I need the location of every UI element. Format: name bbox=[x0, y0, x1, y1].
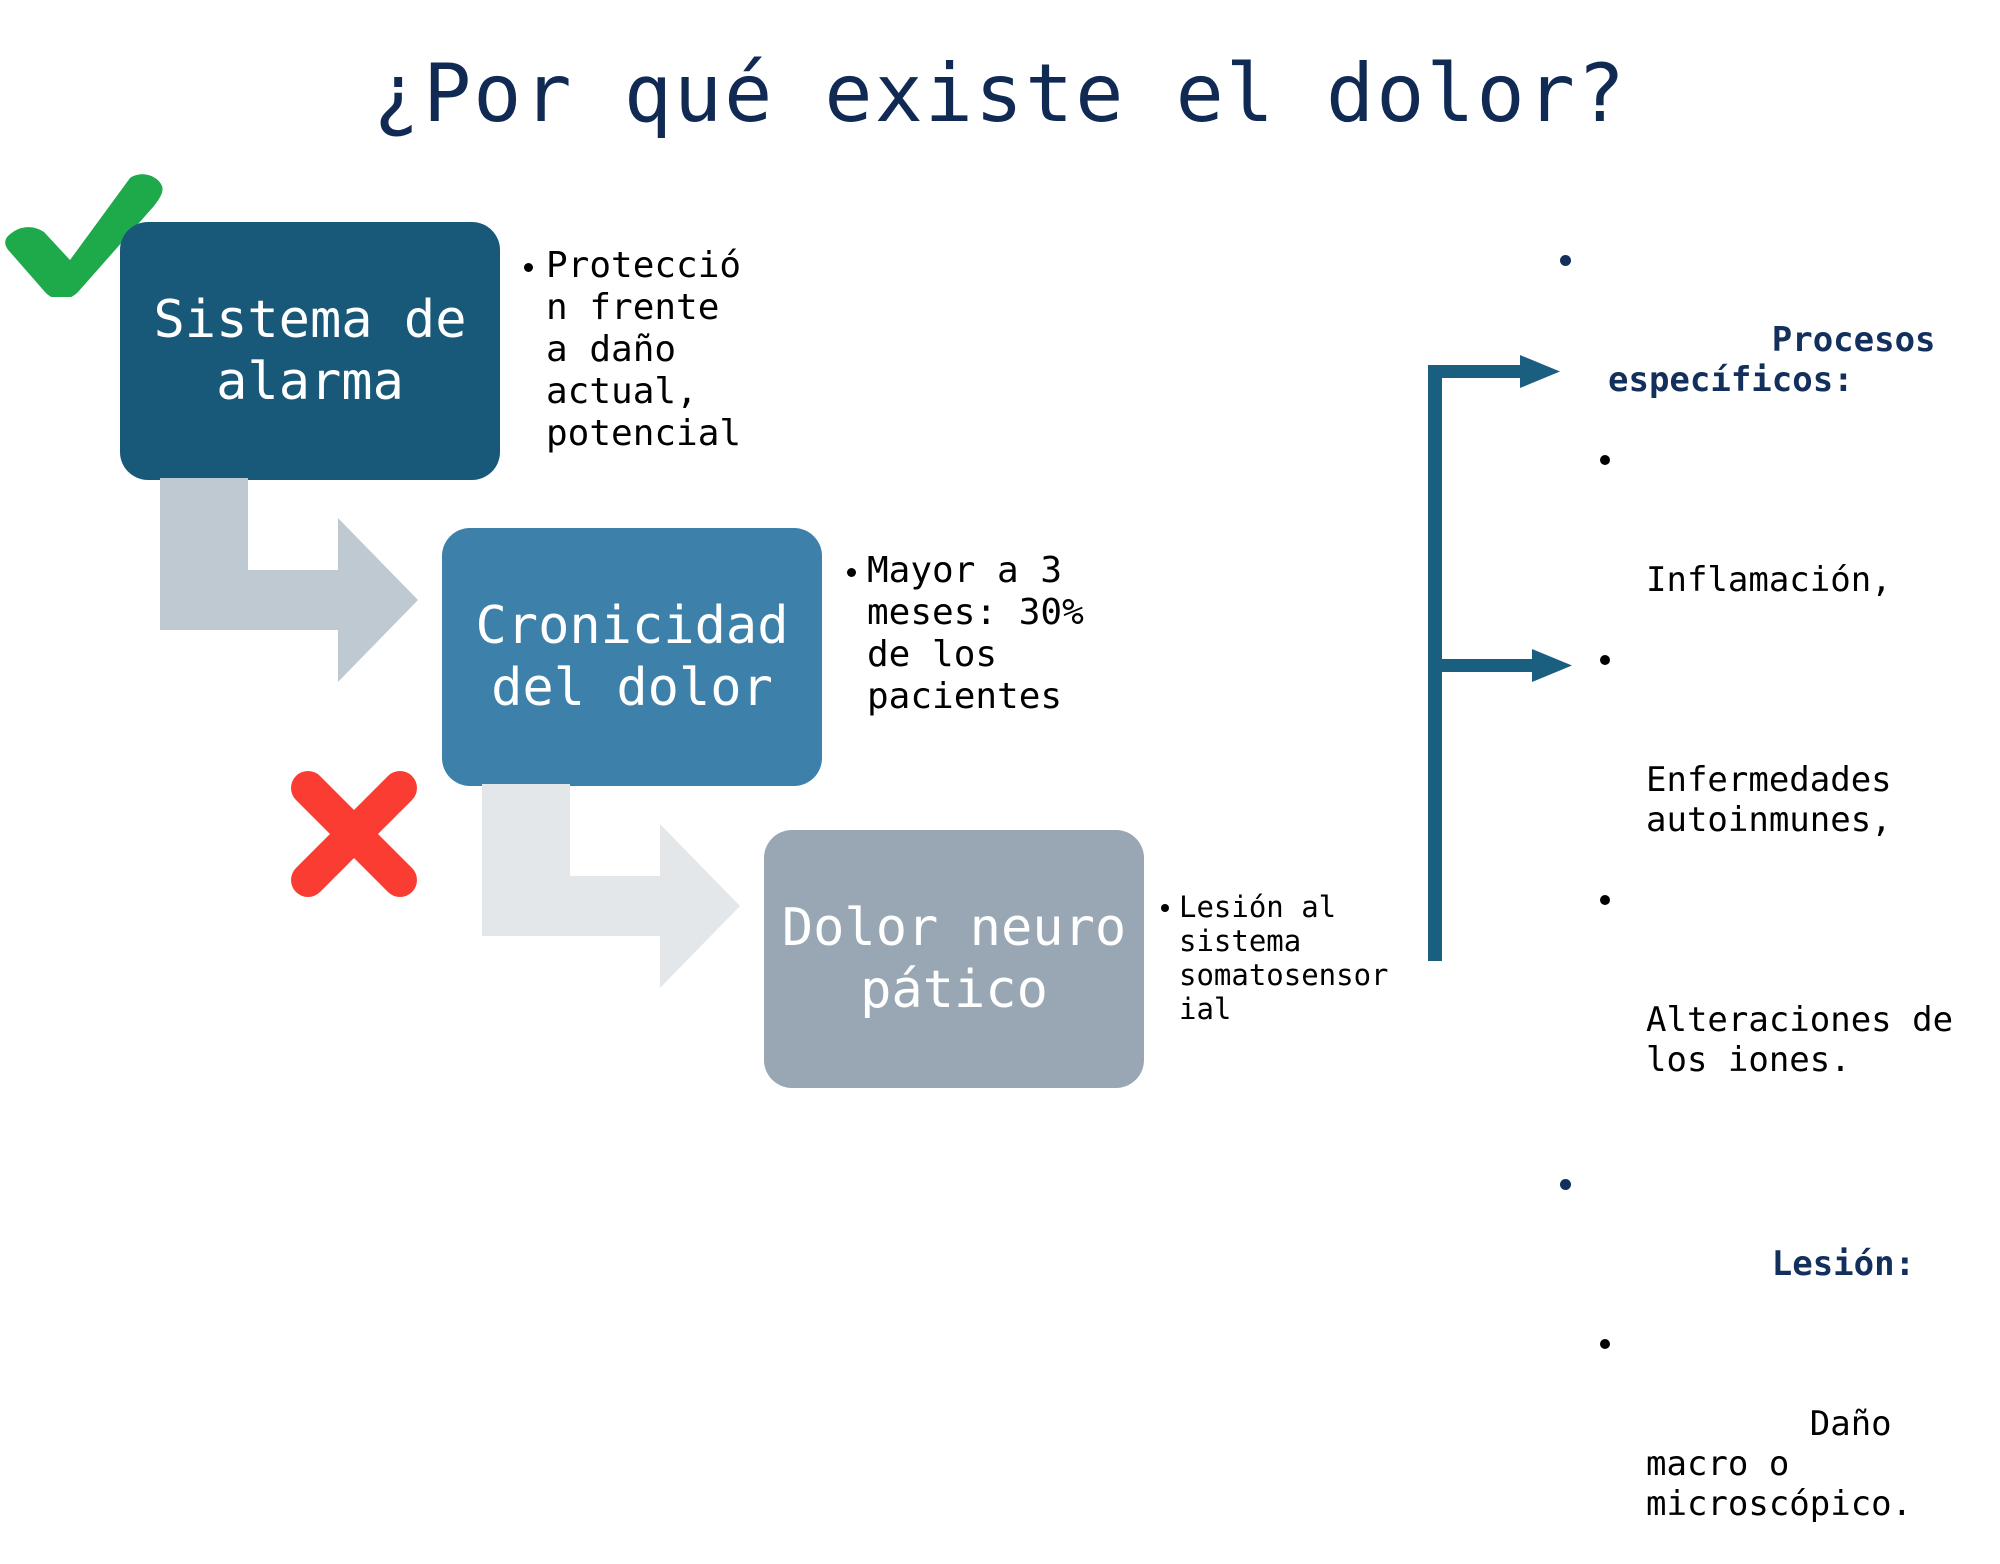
bullet-dot-icon bbox=[847, 568, 856, 577]
annotation-proteccion-text: Protección frente a daño actual, potenci… bbox=[546, 245, 742, 454]
bullet-dot-icon bbox=[1600, 1339, 1610, 1349]
annotation-proteccion: Protección frente a daño actual, potenci… bbox=[520, 245, 760, 455]
bent-arrow-cronicidad-to-neuropatico bbox=[482, 784, 742, 1024]
annotation-neuropatico: Lesión al sistema somatosensorial bbox=[1160, 890, 1400, 1026]
outline-heading-lesion-text: Lesión: bbox=[1771, 1244, 1916, 1284]
annotation-proteccion-list: Protección frente a daño actual, potenci… bbox=[520, 245, 760, 455]
list-item: Lesión al sistema somatosensorial bbox=[1160, 890, 1400, 1026]
bullet-dot-icon bbox=[1161, 904, 1169, 912]
right-outline-list: Procesos específicos: Inflamación, Enfer… bbox=[1540, 240, 2000, 1564]
outline-item-inflamacion-text: Inflamación, bbox=[1646, 560, 1892, 600]
bracket-arrows-right bbox=[1428, 355, 1588, 965]
flow-box-cronicidad[interactable]: Cronicidad del dolor bbox=[442, 528, 822, 786]
annotation-cronicidad-list: Mayor a 3 meses: 30% de los pacientes bbox=[845, 550, 1095, 718]
flow-box-neuropatico[interactable]: Dolor neuropático bbox=[764, 830, 1144, 1088]
flow-box-cronicidad-label: Cronicidad del dolor bbox=[475, 596, 820, 718]
outline-item-enfermedades: Enfermedades autoinmunes, bbox=[1540, 640, 2000, 880]
annotation-neuropatico-text: Lesión al sistema somatosensorial bbox=[1179, 890, 1389, 1026]
outline-heading-lesion: Lesión: bbox=[1540, 1164, 2000, 1324]
outline-item-inflamacion: Inflamación, bbox=[1540, 440, 2000, 640]
bullet-dot-icon bbox=[1600, 895, 1610, 905]
list-item: Mayor a 3 meses: 30% de los pacientes bbox=[845, 550, 1095, 718]
slide-canvas: ¿Por qué existe el dolor? Sistema de ala… bbox=[2, 47, 1954, 1524]
annotation-neuropatico-list: Lesión al sistema somatosensorial bbox=[1160, 890, 1400, 1026]
outline-heading-procesos-text: Procesos específicos: bbox=[1608, 320, 1957, 400]
flow-box-neuropatico-label: Dolor neuropático bbox=[781, 898, 1127, 1020]
cross-mark-icon bbox=[288, 768, 420, 900]
outline-group-procesos: Procesos específicos: Inflamación, Enfer… bbox=[1540, 240, 2000, 1120]
bullet-dot-icon bbox=[1600, 455, 1610, 465]
outline-item-dano: Daño macro o microscópico. bbox=[1540, 1324, 2000, 1564]
annotation-cronicidad: Mayor a 3 meses: 30% de los pacientes bbox=[845, 550, 1095, 718]
flow-box-alarma-label: Sistema de alarma bbox=[153, 290, 498, 412]
outline-group-lesion: Lesión: Daño macro o microscópico. bbox=[1540, 1164, 2000, 1564]
outline-spacer bbox=[1540, 1120, 2000, 1164]
outline-item-alteraciones: Alteraciones de los iones. bbox=[1540, 880, 2000, 1120]
outline-item-enfermedades-text: Enfermedades autoinmunes, bbox=[1646, 760, 1913, 840]
bullet-dot-icon bbox=[1560, 1179, 1571, 1190]
bullet-dot-icon bbox=[1560, 255, 1571, 266]
bullet-dot-icon bbox=[1600, 655, 1610, 665]
list-item: Protección frente a daño actual, potenci… bbox=[520, 245, 760, 455]
page-title: ¿Por qué existe el dolor? bbox=[372, 47, 1628, 140]
annotation-cronicidad-text: Mayor a 3 meses: 30% de los pacientes bbox=[867, 550, 1106, 717]
flow-box-alarma[interactable]: Sistema de alarma bbox=[120, 222, 500, 480]
bullet-dot-icon bbox=[524, 263, 533, 272]
outline-item-alteraciones-text: Alteraciones de los iones. bbox=[1646, 1000, 1974, 1080]
check-mark-icon bbox=[2, 172, 167, 300]
bent-arrow-alarma-to-cronicidad bbox=[160, 478, 420, 718]
outline-heading-procesos: Procesos específicos: bbox=[1540, 240, 2000, 440]
outline-item-dano-text: Daño macro o microscópico. bbox=[1646, 1404, 1913, 1524]
